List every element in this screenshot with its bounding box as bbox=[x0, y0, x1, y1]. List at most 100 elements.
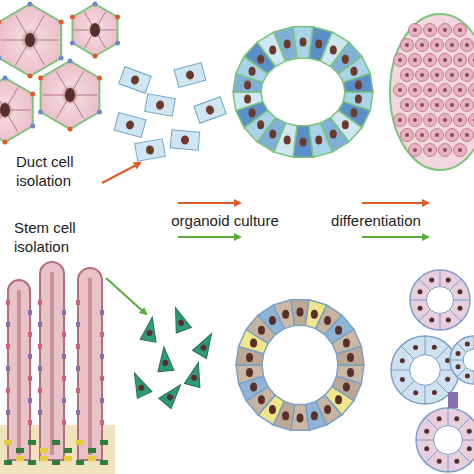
nucleus bbox=[315, 40, 322, 49]
nucleus bbox=[335, 326, 342, 335]
cell-mark bbox=[28, 310, 32, 315]
acinar-cell bbox=[454, 114, 467, 127]
nucleus bbox=[473, 88, 474, 92]
cell-border bbox=[419, 310, 431, 322]
crypt-cell bbox=[76, 460, 84, 465]
junction-dot bbox=[30, 92, 35, 97]
nucleus bbox=[347, 353, 354, 362]
crypt-cell bbox=[40, 456, 48, 461]
crypt-cell bbox=[4, 440, 12, 445]
nucleus bbox=[465, 342, 470, 347]
cell-mark bbox=[76, 300, 80, 305]
cell-mark bbox=[100, 310, 104, 315]
acinar-cell bbox=[461, 39, 474, 52]
stem-cell-body bbox=[168, 305, 191, 333]
acinar-cell bbox=[461, 69, 474, 82]
acinar-cell bbox=[409, 84, 422, 97]
nucleus bbox=[185, 70, 195, 81]
acinar-cell bbox=[401, 39, 414, 52]
acinar-cell bbox=[401, 129, 414, 142]
junction-dot bbox=[115, 41, 120, 46]
nucleus bbox=[473, 118, 474, 122]
nucleus bbox=[413, 390, 418, 395]
green-arrow bbox=[362, 236, 428, 238]
nucleus bbox=[418, 289, 423, 294]
nucleus bbox=[65, 88, 75, 102]
nucleus bbox=[420, 43, 424, 47]
junction-dot bbox=[70, 15, 75, 20]
nucleus bbox=[473, 58, 474, 62]
acinar-cell bbox=[401, 69, 414, 82]
villus-core bbox=[88, 278, 92, 455]
nucleus bbox=[257, 55, 264, 64]
nucleus bbox=[166, 393, 174, 401]
acinar-cell bbox=[454, 144, 467, 157]
acinar-cell bbox=[424, 54, 437, 67]
step-label: Duct cell isolation bbox=[16, 152, 96, 190]
cell-border bbox=[391, 370, 410, 371]
stem-cell bbox=[193, 330, 219, 359]
cell-mark bbox=[100, 354, 104, 359]
stem-cell-body bbox=[159, 380, 187, 409]
nucleus bbox=[405, 73, 409, 77]
nucleus bbox=[257, 120, 264, 129]
cell-mark bbox=[100, 376, 104, 381]
crypt-cell bbox=[4, 460, 12, 465]
cell-mark bbox=[6, 344, 10, 349]
nucleus bbox=[130, 74, 141, 85]
acinar-cell bbox=[439, 144, 452, 157]
acinar-cell bbox=[424, 144, 437, 157]
nucleus bbox=[258, 395, 265, 404]
nucleus bbox=[90, 23, 100, 37]
cell-border bbox=[458, 417, 470, 429]
acinar-cell bbox=[446, 129, 459, 142]
crypt-cell bbox=[28, 460, 36, 465]
nucleus bbox=[435, 133, 439, 137]
nucleus bbox=[405, 43, 409, 47]
step-label: differentiation bbox=[329, 211, 423, 230]
nucleus bbox=[181, 135, 190, 145]
cell-mark bbox=[76, 322, 80, 327]
step-label: Stem cell isolation bbox=[14, 218, 96, 256]
cell-mark bbox=[100, 420, 104, 425]
nucleus bbox=[428, 28, 432, 32]
duct-cell-body bbox=[145, 94, 176, 117]
nucleus bbox=[413, 58, 417, 62]
cell-border bbox=[410, 300, 427, 301]
crypt-bud bbox=[416, 408, 474, 472]
junction-dot bbox=[97, 76, 102, 81]
acinar-cell bbox=[469, 84, 474, 97]
red-arrow bbox=[362, 202, 428, 204]
acinar-cell bbox=[394, 84, 407, 97]
nucleus bbox=[269, 405, 276, 414]
cell-mark bbox=[76, 410, 80, 415]
junction-dot bbox=[70, 41, 75, 46]
crypt-cell bbox=[100, 460, 108, 465]
cell-border bbox=[454, 300, 471, 301]
cell-mark bbox=[6, 322, 10, 327]
nucleus bbox=[446, 278, 451, 283]
crypt-cell bbox=[100, 440, 108, 445]
nucleus bbox=[330, 130, 337, 139]
nucleus bbox=[155, 100, 164, 110]
nucleus bbox=[191, 374, 198, 381]
cell-border bbox=[401, 381, 414, 394]
nucleus bbox=[398, 88, 402, 92]
nucleus bbox=[250, 338, 257, 347]
stem-cell bbox=[184, 360, 206, 387]
stem-cell-body bbox=[193, 330, 219, 359]
cell-mark bbox=[28, 354, 32, 359]
acinar-cell bbox=[446, 99, 459, 112]
duct-cell bbox=[145, 94, 176, 117]
acinar-cell bbox=[454, 54, 467, 67]
cell-border bbox=[425, 385, 426, 404]
junction-dot bbox=[3, 76, 8, 81]
junction-dot bbox=[38, 76, 43, 81]
cell-border bbox=[425, 450, 437, 462]
cell-border bbox=[462, 440, 474, 441]
lumen bbox=[463, 349, 474, 371]
nucleus bbox=[443, 58, 447, 62]
junction-dot bbox=[93, 54, 98, 59]
nucleus bbox=[246, 368, 253, 377]
stem-cell-body bbox=[156, 346, 174, 371]
